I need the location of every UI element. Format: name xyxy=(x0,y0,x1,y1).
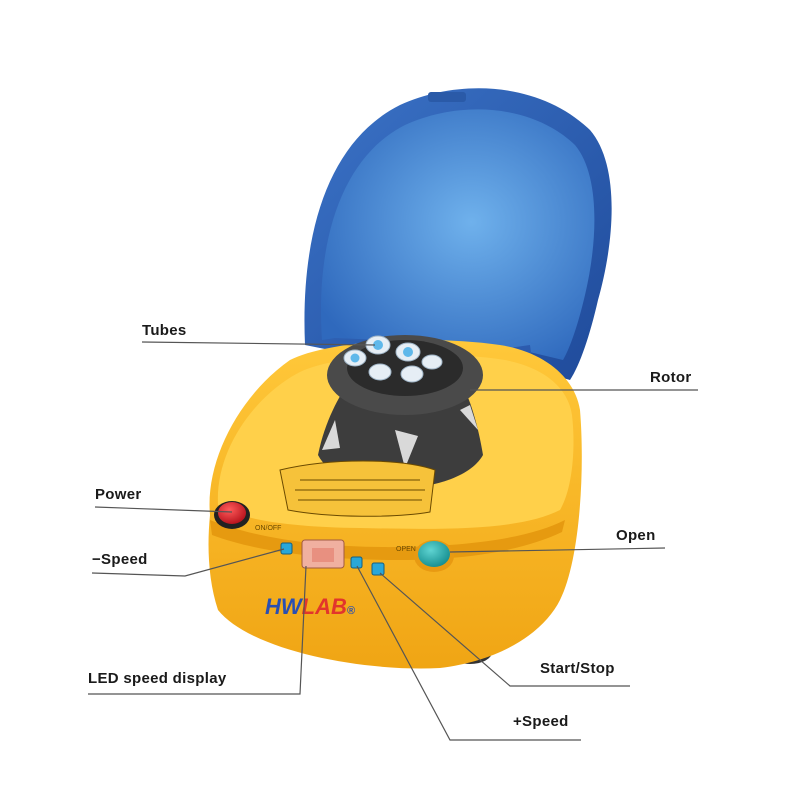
tube xyxy=(368,363,392,381)
lid-window xyxy=(321,109,595,360)
tube-cap xyxy=(403,347,413,357)
minus-speed-button[interactable] xyxy=(280,542,293,555)
label-rotor: Rotor xyxy=(650,369,692,386)
power-switch-text: ON/OFF xyxy=(255,525,281,532)
led-digits xyxy=(312,548,334,562)
tube-cap xyxy=(350,353,360,363)
label-start-stop: Start/Stop xyxy=(540,660,615,677)
start-stop-button[interactable] xyxy=(371,562,385,576)
warning-sticker xyxy=(279,460,436,517)
brand-logo: HWLAB® xyxy=(265,594,356,619)
rotor-fin-mid xyxy=(395,430,418,468)
tube-cap xyxy=(373,340,383,350)
leader-led xyxy=(88,565,307,695)
label-plus-speed: +Speed xyxy=(513,713,569,730)
plus-speed-button[interactable] xyxy=(350,556,363,569)
leader-minus-speed xyxy=(91,548,285,577)
control-panel: ON/OFF OPEN HWLAB® xyxy=(214,501,454,619)
lid[interactable] xyxy=(304,88,612,380)
tubes xyxy=(343,335,443,383)
label-power: Power xyxy=(95,486,142,503)
label-minus-speed: −Speed xyxy=(92,551,148,568)
leader-start-stop xyxy=(379,572,630,687)
leader-plus-speed xyxy=(356,565,581,741)
leader-open xyxy=(449,547,666,553)
label-open: Open xyxy=(616,527,656,544)
lid-hinge xyxy=(428,92,466,102)
brand-logo-right: LAB xyxy=(302,594,347,619)
leader-tubes xyxy=(141,341,376,346)
tube xyxy=(421,354,443,370)
rotor-fin-left xyxy=(322,420,340,450)
leader-power xyxy=(94,506,233,513)
open-button-text: OPEN xyxy=(396,546,416,553)
open-button[interactable] xyxy=(418,541,450,567)
panel-edge xyxy=(210,520,565,560)
label-tubes: Tubes xyxy=(142,322,187,339)
label-led-speed-display: LED speed display xyxy=(88,670,227,687)
brand-logo-left: HW xyxy=(265,594,304,619)
power-button[interactable] xyxy=(218,502,246,524)
svg-text:HWLAB®: HWLAB® xyxy=(265,594,356,619)
tube xyxy=(400,365,424,383)
leader-lines xyxy=(88,341,698,741)
brand-logo-mark: ® xyxy=(347,605,356,617)
rotor-fin-right xyxy=(460,405,478,430)
